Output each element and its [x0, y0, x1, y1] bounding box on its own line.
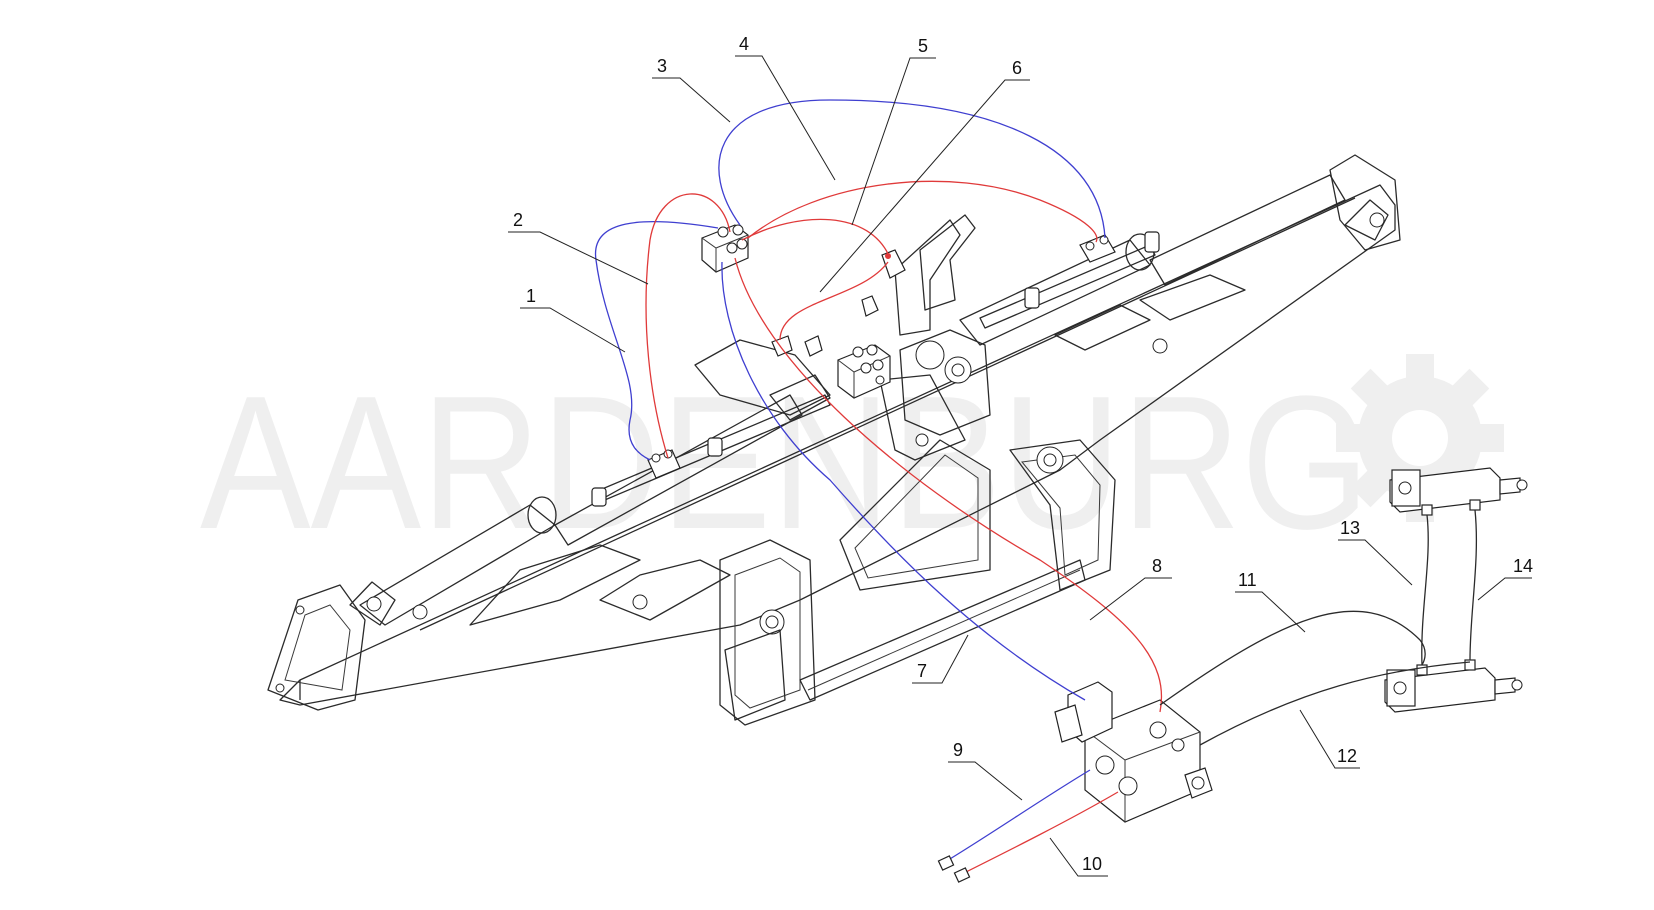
hose-12: [1199, 661, 1471, 746]
callout-leader-8: [1089, 577, 1172, 621]
callout-leader-4: [735, 55, 836, 181]
hose-2: [645, 193, 731, 459]
callout-label-12: 12: [1337, 746, 1357, 766]
callout-label-4: 4: [739, 34, 749, 54]
callout-label-13: 13: [1340, 518, 1360, 538]
callout-leader-2: [508, 231, 649, 285]
callout-label-3: 3: [657, 56, 667, 76]
callout-leader-11: [1235, 591, 1306, 633]
frame-line-art: [267, 154, 1401, 726]
hose-13: [1421, 514, 1429, 666]
hydraulic-hoses: [594, 99, 1478, 883]
callout-label-2: 2: [513, 210, 523, 230]
callout-label-7: 7: [917, 661, 927, 681]
hose-4: [747, 180, 1098, 243]
callout-leader-10: [1049, 837, 1108, 877]
hose-7: [721, 261, 1086, 701]
callout-leader-12: [1299, 709, 1360, 769]
callout-leader-3: [652, 77, 731, 123]
callout-label-5: 5: [918, 36, 928, 56]
callout-leader-13: [1338, 539, 1413, 586]
callout-leader-7: [912, 634, 969, 684]
callout-label-10: 10: [1082, 854, 1102, 874]
callout-label-11: 11: [1238, 570, 1257, 590]
hose-14: [1469, 509, 1478, 661]
callout-leader-1: [520, 307, 626, 353]
callout-leader-9: [948, 761, 1023, 801]
hose-8: [734, 257, 1162, 713]
hose-6: [779, 261, 889, 341]
callout-label-1: 1: [526, 286, 536, 306]
callout-leader-14: [1477, 577, 1532, 601]
hose-3: [718, 99, 1106, 239]
hose-5: [741, 218, 891, 259]
hose-11: [1159, 610, 1426, 706]
callout-label-9: 9: [953, 740, 963, 760]
callout-leader-6: [819, 79, 1030, 293]
watermark-text: AARDENBURG: [200, 357, 1370, 569]
callout-label-14: 14: [1513, 556, 1533, 576]
hose-1: [594, 221, 719, 461]
callout-leader-5: [851, 57, 936, 226]
control-valve: [1054, 681, 1213, 823]
watermark: AARDENBURG: [200, 354, 1504, 569]
hose-9: [939, 769, 1091, 866]
callouts: 1 2 3 4 5 6 7 8 9 10 11 12 13: [508, 34, 1533, 877]
valve-blocks: [647, 224, 1116, 479]
hose-10: [959, 791, 1119, 876]
right-cylinders: [1384, 467, 1528, 713]
callout-label-8: 8: [1152, 556, 1162, 576]
callout-label-6: 6: [1012, 58, 1022, 78]
